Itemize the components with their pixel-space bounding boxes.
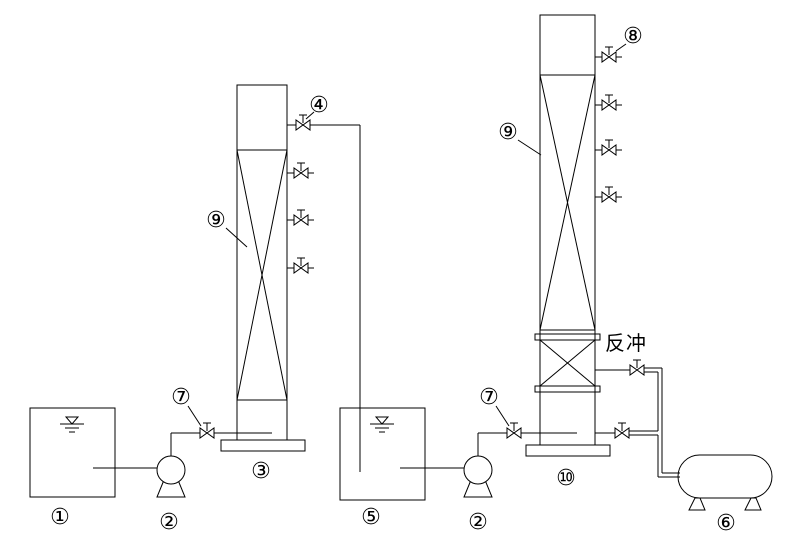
sample-lines-left — [287, 172, 314, 269]
feed-tank-left — [29, 407, 116, 498]
drain-line — [595, 430, 658, 436]
packed-column-left — [220, 84, 306, 452]
callout-labels: ① ② ③ ④ ⑤ ② ⑥ ⑦ ⑦ ⑧ ⑨ ⑨ ⑩ 反冲 — [50, 24, 736, 536]
backflush-valve-icon — [629, 359, 645, 376]
column-base-left — [220, 439, 306, 452]
liquid-level-icon — [369, 416, 395, 433]
label-packing-right: ⑨ — [498, 120, 518, 145]
sample-valve-icon — [601, 186, 617, 203]
label-column-base-right: ⑩ — [556, 466, 576, 491]
vessel-leg — [744, 497, 762, 511]
sample-lines-right — [595, 104, 622, 198]
sample-valve-icon — [293, 257, 309, 274]
sample-valve-icon — [293, 162, 309, 179]
packed-column-right — [525, 14, 611, 457]
drain-valve-icon — [614, 422, 630, 439]
label-packing-left: ⑨ — [206, 208, 226, 233]
buffer-vessel — [677, 454, 773, 511]
label-pump-left: ② — [159, 510, 179, 535]
piping-left — [93, 432, 272, 469]
flange-lower — [534, 385, 601, 393]
label-feed-valve-left: ⑦ — [171, 385, 191, 410]
feed-valve-icon-left — [199, 422, 215, 439]
flange-upper — [534, 333, 601, 341]
label-transfer-valve: ④ — [309, 93, 329, 118]
sample-valve-icon — [601, 139, 617, 156]
label-column-base-left: ③ — [251, 459, 271, 484]
tank-middle — [339, 407, 426, 501]
label-tank-middle: ⑤ — [361, 505, 381, 530]
label-tank-left: ① — [50, 505, 70, 530]
label-pump-middle: ② — [468, 510, 488, 535]
leader-lines — [187, 43, 627, 427]
vessel-leg — [688, 497, 706, 511]
label-feed-valve-right: ⑦ — [479, 385, 499, 410]
label-vent-valve: ⑧ — [623, 24, 643, 49]
column-base-right — [525, 444, 611, 457]
liquid-level-icon — [59, 416, 85, 433]
pump-icon-left — [156, 455, 186, 498]
sample-valve-icon — [601, 94, 617, 111]
backflush-line — [595, 367, 680, 478]
sample-valve-icon — [293, 209, 309, 226]
drawing-layer — [29, 14, 773, 511]
backflush-label: 反冲 — [605, 331, 647, 355]
pump-icon-middle — [463, 455, 493, 498]
piping-middle — [400, 432, 577, 469]
transfer-line — [287, 124, 361, 472]
vent-valve-icon — [601, 46, 617, 63]
label-buffer-vessel: ⑥ — [716, 511, 736, 536]
